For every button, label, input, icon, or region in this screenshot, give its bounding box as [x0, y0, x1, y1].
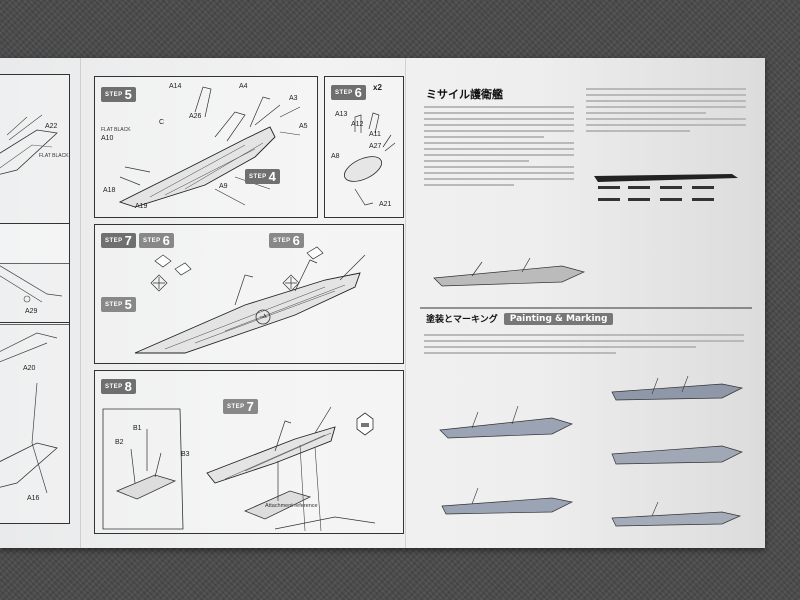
left-panel-mid: A29	[0, 223, 70, 325]
ship-hull-drawing	[0, 114, 58, 175]
part-label: A27	[369, 143, 382, 150]
part-label: A22	[45, 123, 58, 130]
part-label: A5	[299, 123, 308, 130]
part-label: B3	[181, 451, 190, 458]
missile-part-drawing	[343, 112, 396, 206]
part-label: A18	[103, 187, 116, 194]
fold-line	[405, 58, 406, 548]
fold-line	[80, 58, 81, 548]
reference-label: Attachment reference	[265, 503, 318, 509]
part-label: A3	[289, 95, 298, 102]
part-label: A29	[25, 308, 38, 315]
paint-label: FLAT BLACK	[39, 153, 69, 159]
part-label: A10	[101, 135, 114, 142]
part-label: A11	[369, 131, 381, 138]
painting-text-block	[424, 334, 744, 358]
painting-guide-drawings	[439, 375, 744, 527]
ship-assembly-drawing	[134, 246, 366, 354]
part-label: A9	[219, 183, 228, 190]
ship-hull-drawing	[0, 265, 63, 303]
part-label: A26	[189, 113, 202, 120]
part-label: C	[159, 119, 165, 126]
part-label: A13	[335, 111, 348, 118]
painting-marking-header: 塗装とマーキング Painting & Marking	[426, 312, 614, 325]
part-label: A16	[27, 495, 40, 502]
right-page: ミサイル護衛艦 塗装とマーキング Painting & Marking	[412, 66, 762, 544]
part-label: A14	[169, 83, 182, 90]
description-text-block	[424, 106, 574, 190]
ship-hull-drawing	[0, 332, 58, 494]
paint-label: FLAT BLACK	[101, 127, 131, 133]
page-title: ミサイル護衛艦	[426, 88, 503, 101]
left-panel-top: A22 FLAT BLACK	[0, 74, 70, 264]
part-label: A20	[23, 365, 36, 372]
quantity-label: x2	[373, 83, 382, 92]
part-label: A4	[239, 83, 248, 90]
part-label: A12	[351, 121, 364, 128]
stand-assembly-drawing	[102, 406, 376, 532]
part-label: B2	[115, 439, 124, 446]
part-label: B1	[133, 425, 142, 432]
description-text-block	[586, 88, 746, 136]
left-panel-bottom: A20 A16	[0, 322, 70, 524]
ship-silhouettes	[420, 174, 752, 309]
part-label: A8	[331, 153, 340, 160]
part-label: A19	[135, 203, 148, 210]
part-label: A21	[379, 201, 392, 208]
ship-assembly-drawing	[118, 86, 301, 208]
